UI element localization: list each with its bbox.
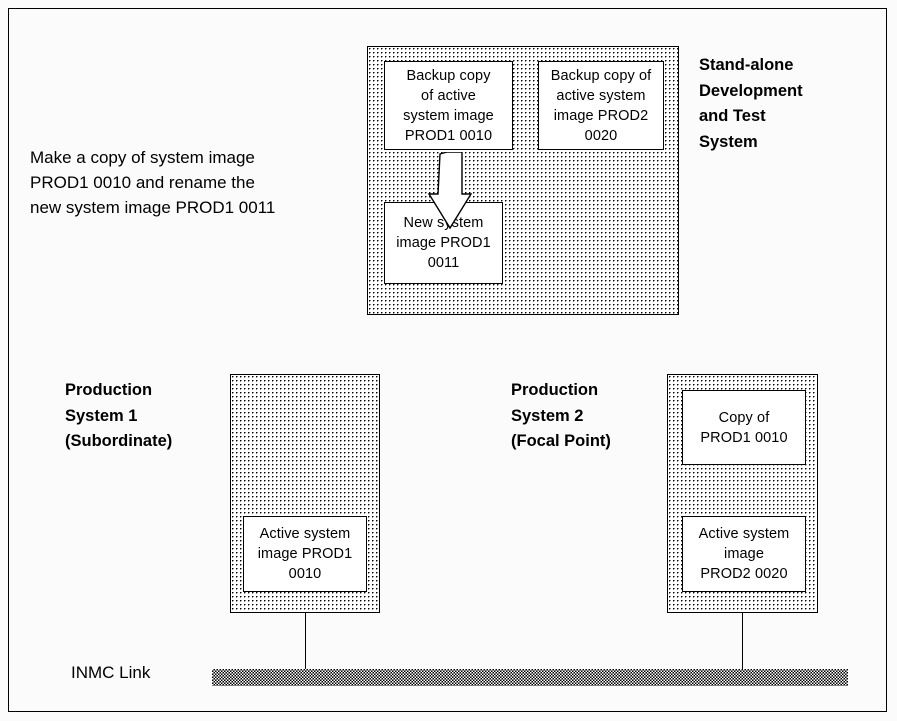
box-backup-copy-prod1: Backup copy of active system image PROD1… (384, 61, 513, 150)
production-system-2-label: Production System 2 (Focal Point) (511, 381, 611, 450)
connector-ps1-to-inmc (305, 613, 306, 673)
inmc-link-bus (212, 669, 848, 686)
box-ps2-copy-of-prod1-0010: Copy of PROD1 0010 (682, 390, 806, 465)
standalone-system-label: Stand-alone Development and Test System (699, 56, 803, 151)
production-system-1-label: Production System 1 (Subordinate) (65, 381, 173, 450)
box-ps2-active-system-image: Active system image PROD2 0020 (682, 516, 806, 592)
box-ps1-active-system-image: Active system image PROD1 0010 (243, 516, 367, 592)
inmc-link-label: INMC Link (71, 663, 151, 682)
instruction-text: Make a copy of system image PROD1 0010 a… (30, 148, 276, 217)
connector-ps2-to-inmc (742, 613, 743, 673)
box-backup-copy-prod2: Backup copy of active system image PROD2… (538, 61, 664, 150)
diagram-frame: Backup copy of active system image PROD1… (8, 8, 887, 712)
copy-arrow-icon (427, 152, 473, 230)
